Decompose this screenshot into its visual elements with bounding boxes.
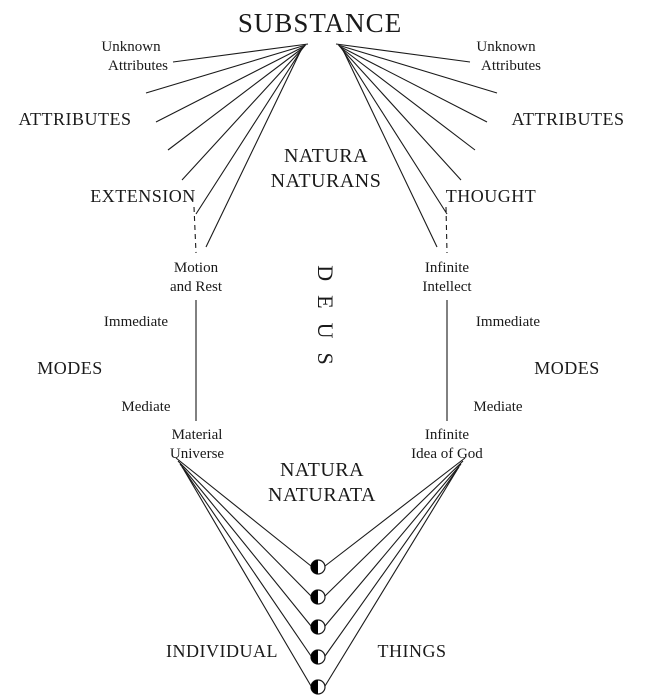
mediate-left-label: Mediate — [121, 399, 170, 415]
things-label: THINGS — [378, 641, 447, 661]
svg-text:NATURA: NATURA — [280, 459, 364, 481]
thought-label: THOUGHT — [446, 186, 537, 206]
svg-text:Motion: Motion — [174, 260, 219, 276]
individual-thing-nodes — [310, 559, 326, 695]
svg-text:NATURA: NATURA — [284, 145, 368, 167]
thing-node — [310, 619, 326, 635]
svg-text:and Rest: and Rest — [170, 279, 223, 295]
modes-left-label: MODES — [37, 358, 103, 378]
svg-text:Unknown: Unknown — [101, 39, 161, 55]
substance-label: SUBSTANCE — [238, 8, 402, 38]
natura-naturata-label: NATURA NATURATA — [268, 459, 376, 506]
mediate-right-label: Mediate — [473, 399, 522, 415]
thing-node — [310, 589, 326, 605]
extension-label: EXTENSION — [90, 186, 196, 206]
modes-right-label: MODES — [534, 358, 600, 378]
infinite-idea-of-god-label: Infinite Idea of God — [411, 427, 483, 462]
svg-text:NATURANS: NATURANS — [271, 170, 382, 192]
thing-node — [310, 679, 326, 695]
svg-text:Material: Material — [172, 427, 223, 443]
substance-fan-left — [145, 43, 309, 248]
infinite-intellect-label: Infinite Intellect — [422, 260, 472, 295]
svg-text:Intellect: Intellect — [422, 279, 472, 295]
immediate-right-label: Immediate — [476, 314, 540, 330]
svg-text:NATURATA: NATURATA — [268, 484, 376, 506]
material-universe-label: Material Universe — [170, 427, 224, 462]
naturata-fan-right — [324, 457, 466, 687]
svg-text:Attributes: Attributes — [481, 58, 541, 74]
svg-text:Attributes: Attributes — [108, 58, 168, 74]
unknown-attributes-right-label: Unknown Attributes — [476, 39, 541, 74]
svg-text:Unknown: Unknown — [476, 39, 536, 55]
attributes-left-label: ATTRIBUTES — [19, 109, 132, 129]
svg-text:Universe: Universe — [170, 446, 224, 462]
substance-fan-right — [335, 43, 498, 248]
thing-node — [310, 559, 326, 575]
natura-naturans-label: NATURA NATURANS — [271, 145, 382, 192]
thing-node — [310, 649, 326, 665]
svg-text:Infinite: Infinite — [425, 260, 469, 276]
naturata-fan-left — [175, 457, 312, 687]
extension-dashed-connector — [193, 206, 197, 254]
individual-label: INDIVIDUAL — [166, 641, 278, 661]
unknown-attributes-left-label: Unknown Attributes — [101, 39, 168, 74]
attributes-right-label: ATTRIBUTES — [512, 109, 625, 129]
deus-label: DEUS — [313, 265, 338, 378]
motion-and-rest-label: Motion and Rest — [170, 260, 223, 295]
immediate-left-label: Immediate — [104, 314, 168, 330]
svg-text:Idea of God: Idea of God — [411, 446, 483, 462]
svg-text:Infinite: Infinite — [425, 427, 469, 443]
thought-dashed-connector — [445, 206, 448, 254]
